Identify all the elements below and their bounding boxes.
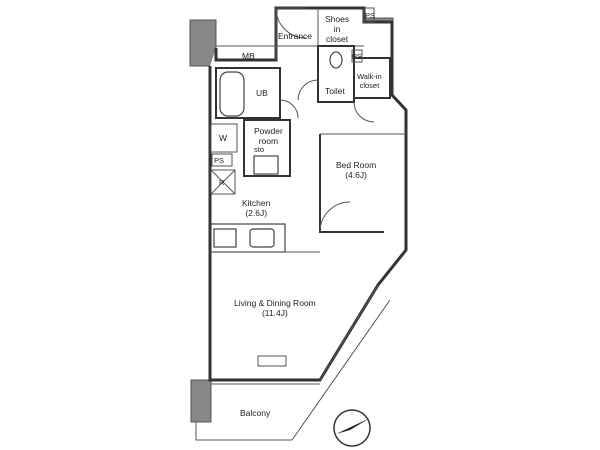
label-shoes-line-1: Shoes xyxy=(325,14,350,24)
label-r: R xyxy=(219,178,225,187)
kitchen-sink-icon xyxy=(249,228,275,248)
toilet-icon xyxy=(329,51,343,69)
ps-box-mid xyxy=(351,49,363,63)
entrance-door xyxy=(275,7,307,39)
label-kitchen-line-1: Kitchen xyxy=(242,198,271,208)
label-entrance: Entrance xyxy=(278,31,313,41)
washer-box xyxy=(210,123,238,153)
label-living-dining: Living & Dining Room (11.4J) xyxy=(234,298,316,318)
label-powder-line-1: Powder xyxy=(254,126,283,136)
balcony-rail xyxy=(195,299,391,441)
label-bedroom-line-1: Bed Room xyxy=(336,160,377,170)
label-shoes-line-2: in xyxy=(333,24,341,34)
stove-icon xyxy=(213,228,237,248)
ps-box-left xyxy=(211,153,233,167)
label-sto: sto xyxy=(254,145,265,154)
label-kitchen: Kitchen (2.6J) xyxy=(242,198,270,218)
wall-walkin xyxy=(353,57,391,99)
label-mb: MB xyxy=(242,51,255,61)
refrigerator-cross-2 xyxy=(210,169,236,195)
label-bed-room: Bed Room (4.6J) xyxy=(336,160,376,180)
label-shoes-closet: Shoes in closet xyxy=(325,14,349,44)
label-toilet: Toilet xyxy=(325,86,345,96)
window-line xyxy=(319,284,379,381)
label-living-line-1: Living & Dining Room xyxy=(234,298,316,308)
toilet-door xyxy=(297,79,319,101)
label-bedroom-line-2: (4.6J) xyxy=(345,170,367,180)
label-powder-line-2: room xyxy=(258,136,279,146)
label-ps-mid: PS xyxy=(352,52,363,61)
floor-marker xyxy=(257,355,287,367)
north-arrow-icon xyxy=(333,409,371,447)
label-ps-left: PS xyxy=(214,156,225,165)
bathtub-icon xyxy=(219,71,245,117)
walkin-door xyxy=(353,101,375,123)
label-walkin-line-1: Walk-in xyxy=(357,72,382,81)
bedroom-door xyxy=(319,201,351,233)
label-walkin-closet: Walk-in closet xyxy=(357,72,382,90)
column-bottom-left xyxy=(190,379,212,423)
label-balcony: Balcony xyxy=(240,408,271,418)
column-top-left xyxy=(189,19,217,67)
label-walkin-line-2: closet xyxy=(359,81,380,90)
label-shoes-line-3: closet xyxy=(325,34,349,44)
ps-box-top xyxy=(363,7,375,23)
label-powder-room: Powder room xyxy=(254,126,283,146)
refrigerator-box xyxy=(210,169,236,195)
label-living-line-2: (11.4J) xyxy=(261,308,288,318)
label-ub: UB xyxy=(256,88,268,98)
ub-door xyxy=(279,99,299,119)
label-w: W xyxy=(219,133,228,143)
label-kitchen-line-2: (2.6J) xyxy=(245,208,268,218)
label-ps-top: PS xyxy=(365,11,376,20)
sink-icon xyxy=(253,155,279,175)
